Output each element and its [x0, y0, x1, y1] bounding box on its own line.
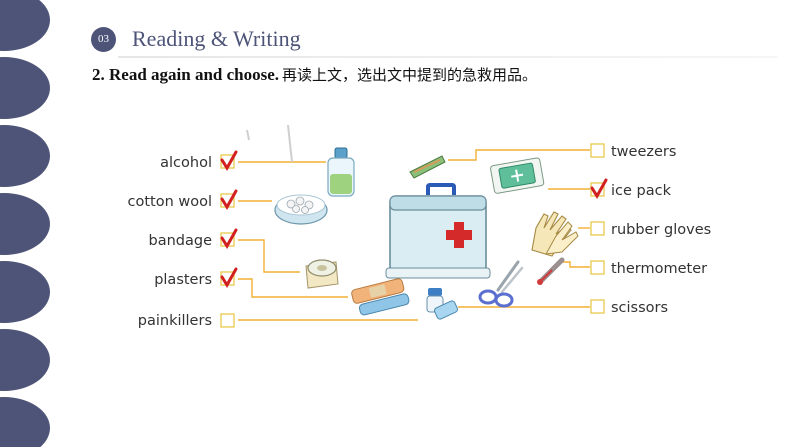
checkbox-cotton-wool[interactable]	[220, 189, 238, 210]
checkbox-painkillers[interactable]	[220, 313, 235, 328]
section-number-badge: 03	[91, 26, 116, 52]
checkbox-tweezers[interactable]	[590, 143, 605, 158]
item-label-scissors: scissors	[611, 300, 668, 316]
plasters-icon	[351, 278, 410, 316]
painkillers-icon	[426, 288, 459, 320]
section-header: 03 Reading & Writing	[91, 22, 301, 56]
item-label-ice-pack: ice pack	[611, 183, 672, 199]
thermometer-icon	[537, 257, 565, 285]
decorative-scallop-border	[0, 0, 50, 447]
bandage-roll-icon	[305, 259, 339, 289]
checkbox-rubber-gloves[interactable]	[590, 221, 605, 236]
checkbox-scissors[interactable]	[590, 299, 605, 314]
instruction-en: 2. Read again and choose.	[92, 65, 280, 84]
ice-pack-icon	[490, 157, 545, 194]
section-title: Reading & Writing	[132, 26, 301, 51]
background-marks	[246, 124, 293, 163]
tweezers-icon	[409, 155, 446, 179]
first-aid-kit-icon	[385, 183, 491, 279]
checkbox-thermometer[interactable]	[590, 260, 605, 275]
instruction-cn: 再读上文，选出文中提到的急救用品。	[282, 66, 538, 84]
item-label-plasters: plasters	[154, 272, 212, 288]
right-leader-lines	[448, 149, 590, 308]
checkbox-ice-pack[interactable]	[590, 178, 608, 199]
left-item-list: alcohol cotton wool bandage plasters pai…	[127, 155, 212, 329]
checkbox-bandage[interactable]	[220, 228, 238, 249]
left-leader-lines	[238, 161, 418, 321]
checkbox-plasters[interactable]	[220, 267, 238, 288]
alcohol-bottle-icon	[327, 147, 355, 197]
item-label-thermometer: thermometer	[611, 261, 707, 277]
scissors-icon	[478, 260, 524, 308]
item-label-cotton-wool: cotton wool	[127, 194, 212, 210]
item-label-painkillers: painkillers	[138, 313, 212, 329]
check-mark-icon	[220, 189, 238, 210]
check-mark-icon	[220, 228, 238, 249]
right-checkboxes	[590, 143, 608, 314]
item-label-alcohol: alcohol	[160, 155, 212, 171]
check-mark-icon	[220, 150, 238, 171]
cotton-wool-icon	[274, 194, 328, 225]
right-item-list: tweezers ice pack rubber gloves thermome…	[611, 144, 711, 316]
instruction-text: 2. Read again and choose.再读上文，选出文中提到的急救用…	[92, 64, 537, 85]
item-label-bandage: bandage	[149, 233, 213, 249]
rubber-gloves-icon	[531, 211, 579, 257]
header-divider	[118, 56, 778, 58]
checkbox-alcohol[interactable]	[220, 150, 238, 171]
item-label-tweezers: tweezers	[611, 144, 676, 160]
check-mark-icon	[590, 178, 608, 199]
check-mark-icon	[220, 267, 238, 288]
left-checkboxes	[220, 150, 238, 328]
item-label-rubber-gloves: rubber gloves	[611, 222, 711, 238]
